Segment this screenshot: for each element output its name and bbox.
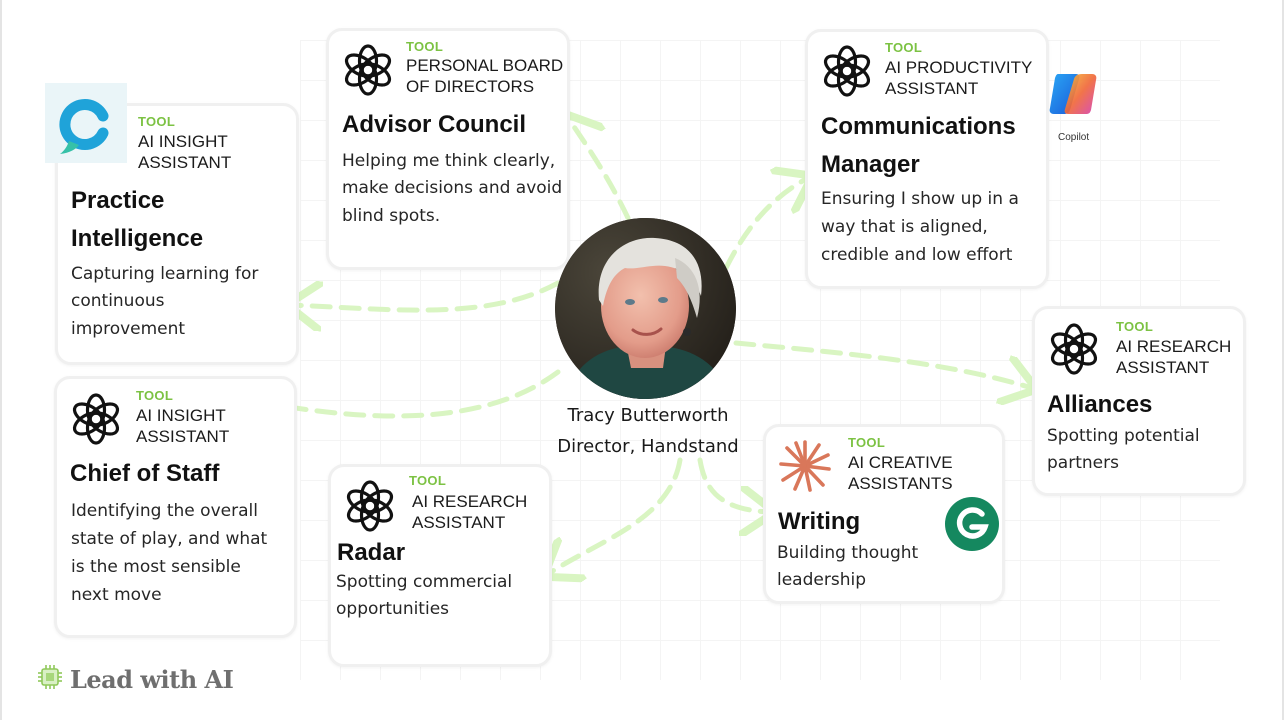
claude-burst-icon bbox=[779, 440, 831, 492]
card-desc-line-2: continuous bbox=[71, 288, 165, 316]
chatgpt-logo-icon bbox=[344, 480, 396, 532]
arrow-to-chief bbox=[258, 372, 558, 416]
tool-kind-line-1: AI CREATIVE bbox=[848, 452, 953, 473]
arrow-to-advisor bbox=[568, 118, 628, 218]
card-title-line-2: Manager bbox=[821, 146, 920, 184]
card-desc-line-3: blind spots. bbox=[342, 203, 440, 231]
tool-tag: TOOL bbox=[406, 39, 443, 54]
person-name: Tracy Butterworth bbox=[528, 405, 768, 426]
card-desc-line-3: credible and low effort bbox=[821, 242, 1012, 270]
brand-text: Lead with AI bbox=[70, 665, 233, 694]
tool-tag: TOOL bbox=[848, 435, 885, 450]
card-desc-line-2: way that is aligned, bbox=[821, 214, 988, 242]
tool-kind-line-1: AI INSIGHT bbox=[138, 131, 228, 152]
tool-tag: TOOL bbox=[409, 473, 446, 488]
tool-kind-line-1: AI INSIGHT bbox=[136, 405, 226, 426]
card-desc-line-3: is the most sensible bbox=[71, 554, 241, 582]
card-desc-line-1: Helping me think clearly, bbox=[342, 148, 555, 176]
chatgpt-logo-icon bbox=[70, 393, 122, 445]
card-title-line-1: Chief of Staff bbox=[70, 455, 219, 493]
card-desc-line-1: Identifying the overall bbox=[71, 498, 258, 526]
card-desc-line-2: make decisions and avoid bbox=[342, 175, 562, 203]
card-desc-line-2: leadership bbox=[777, 567, 866, 595]
tool-kind-line-2: ASSISTANT bbox=[885, 78, 978, 99]
arrow-to-writing bbox=[700, 460, 770, 512]
copilot-logo-icon bbox=[1046, 70, 1100, 118]
card-title-line-1: Advisor Council bbox=[342, 106, 526, 144]
card-title-line-1: Writing bbox=[778, 503, 860, 541]
chatgpt-logo-icon bbox=[821, 45, 873, 97]
chip-logo-icon bbox=[36, 663, 64, 695]
tool-kind-line-2: ASSISTANT bbox=[138, 152, 231, 173]
tool-tag: TOOL bbox=[885, 40, 922, 55]
card-desc-line-1: Capturing learning for bbox=[71, 261, 258, 289]
card-desc-line-2: state of play, and what bbox=[71, 526, 267, 554]
card-title-line-2: Intelligence bbox=[71, 220, 203, 258]
tool-kind-line-1: PERSONAL BOARD bbox=[406, 55, 563, 76]
tool-kind-line-2: ASSISTANT bbox=[412, 512, 505, 533]
tool-kind-line-2: OF DIRECTORS bbox=[406, 76, 534, 97]
tool-kind-line-1: AI PRODUCTIVITY bbox=[885, 57, 1032, 78]
chatgpt-logo-icon bbox=[1048, 323, 1100, 375]
tool-kind-line-1: AI RESEARCH bbox=[1116, 336, 1231, 357]
card-title-line-1: Radar bbox=[337, 534, 405, 572]
arrow-to-comms bbox=[726, 178, 808, 268]
card-desc-line-2: partners bbox=[1047, 450, 1119, 478]
grammarly-logo-icon bbox=[944, 496, 1000, 552]
tool-tag: TOOL bbox=[1116, 319, 1153, 334]
card-desc-line-3: improvement bbox=[71, 316, 185, 344]
card-desc-line-2: opportunities bbox=[336, 596, 449, 624]
tool-tag: TOOL bbox=[136, 388, 173, 403]
arrow-to-radar bbox=[548, 460, 680, 574]
card-desc-line-1: Ensuring I show up in a bbox=[821, 186, 1019, 214]
card-title-line-1: Practice bbox=[71, 182, 164, 220]
insight-c-logo-icon bbox=[45, 83, 127, 163]
arrow-to-alliances bbox=[736, 343, 1032, 388]
arrow-to-practice bbox=[292, 283, 558, 310]
chatgpt-logo-icon bbox=[342, 44, 394, 96]
card-title-line-1: Communications bbox=[821, 108, 1016, 146]
card-title-line-1: Alliances bbox=[1047, 386, 1152, 424]
card-desc-line-1: Spotting commercial bbox=[336, 569, 512, 597]
tool-kind-line-2: ASSISTANT bbox=[1116, 357, 1209, 378]
tool-kind-line-2: ASSISTANT bbox=[136, 426, 229, 447]
tool-tag: TOOL bbox=[138, 114, 175, 129]
copilot-label: Copilot bbox=[1058, 132, 1089, 143]
brand-logo[interactable]: Lead with AI bbox=[36, 663, 233, 695]
card-desc-line-4: next move bbox=[71, 582, 162, 610]
tool-kind-line-2: ASSISTANTS bbox=[848, 473, 953, 494]
portrait-photo bbox=[555, 218, 736, 399]
card-desc-line-1: Building thought bbox=[777, 540, 918, 568]
person-role: Director, Handstand bbox=[528, 436, 768, 457]
card-desc-line-1: Spotting potential bbox=[1047, 423, 1200, 451]
tool-kind-line-1: AI RESEARCH bbox=[412, 491, 527, 512]
